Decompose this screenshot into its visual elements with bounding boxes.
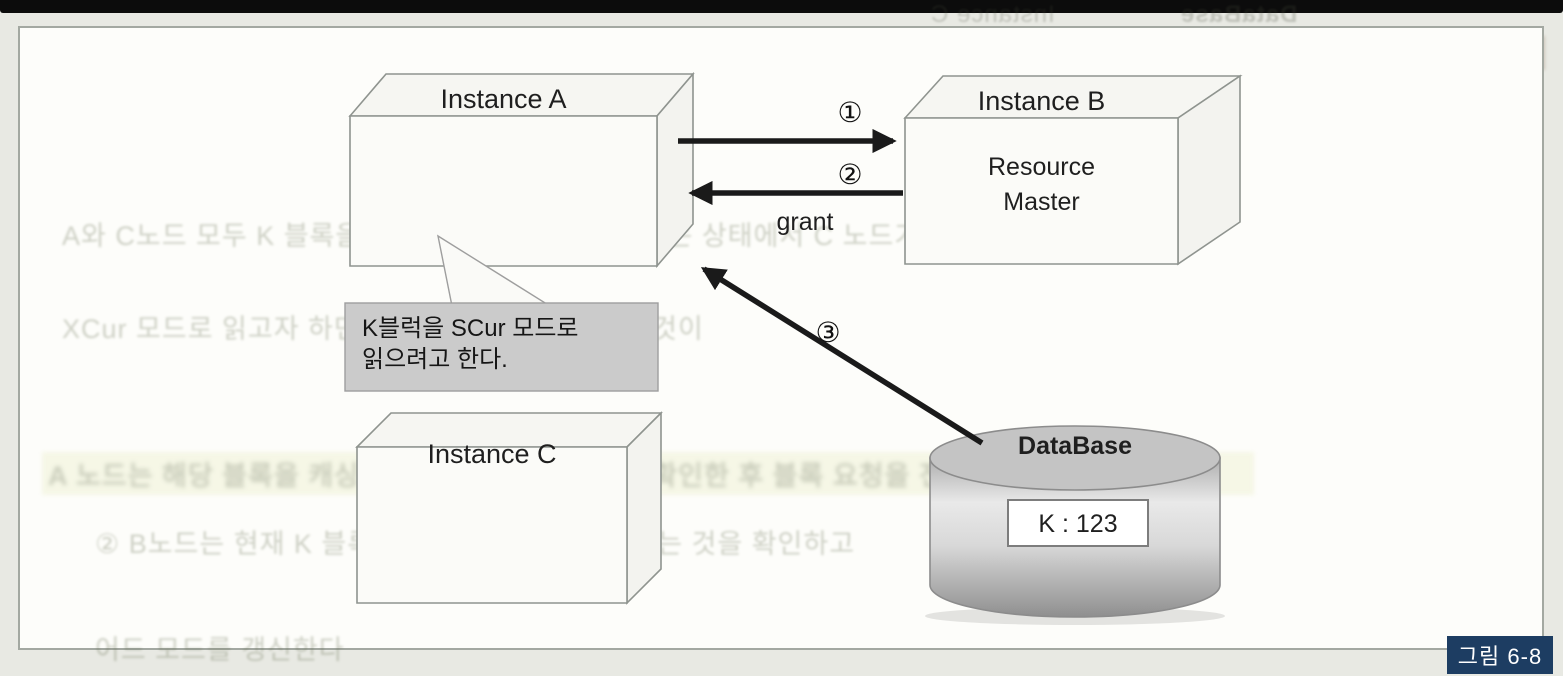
callout-line2: 읽으려고 한다. bbox=[362, 346, 508, 373]
step-1-badge: ① bbox=[837, 97, 863, 128]
instance-c-box-right-face bbox=[626, 411, 662, 605]
instance-b-label: Instance B bbox=[977, 86, 1106, 116]
instance-c-box-front-face bbox=[356, 446, 628, 604]
k-block-box bbox=[1007, 499, 1149, 547]
grant-label: grant bbox=[776, 208, 834, 236]
instance-a-box-front-face bbox=[349, 115, 658, 267]
k-block-value: K : 123 bbox=[1038, 510, 1118, 538]
database-cylinder-top bbox=[929, 425, 1221, 491]
database-label: DataBase bbox=[1018, 432, 1132, 460]
instance-c-label: Instance C bbox=[427, 439, 557, 469]
arrow-step3 bbox=[700, 266, 984, 446]
step-2-badge: ② bbox=[837, 159, 863, 190]
figure-frame bbox=[18, 26, 1544, 650]
step-3-badge: ③ bbox=[815, 317, 841, 348]
instance-b-box-front-face bbox=[904, 117, 1179, 265]
instance-a-label: Instance A bbox=[440, 84, 567, 114]
instance-b-role-line2: Master bbox=[1003, 188, 1080, 216]
scan-edge-strip bbox=[0, 0, 1563, 13]
callout-bubble bbox=[344, 302, 659, 392]
bleedthrough-text: 어드 모드를 갱신한다 bbox=[95, 635, 345, 665]
callout-text: K블럭을 SCur 모드로 읽으려고 한다. bbox=[362, 313, 652, 375]
figure-number-tag: 그림 6-8 bbox=[1447, 636, 1553, 674]
callout-line1: K블럭을 SCur 모드로 bbox=[362, 315, 579, 342]
instance-b-role-line1: Resource bbox=[988, 153, 1095, 181]
